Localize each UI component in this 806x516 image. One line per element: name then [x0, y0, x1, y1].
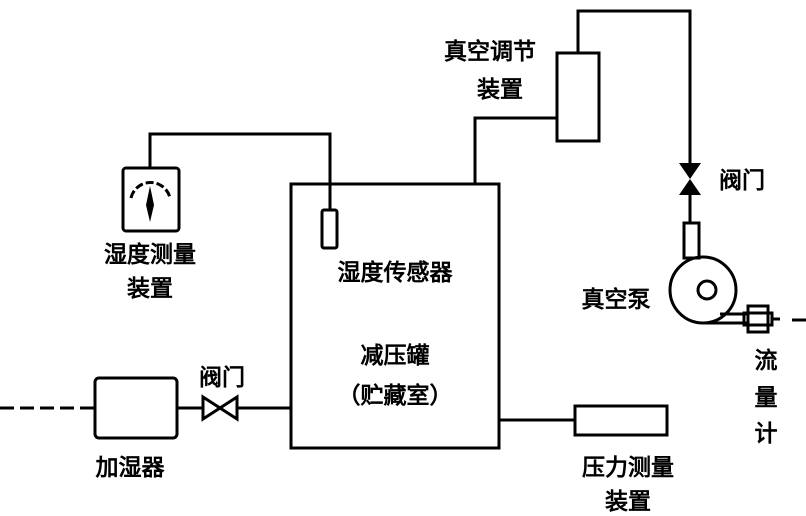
- flowmeter-label-3: 计: [755, 421, 778, 447]
- pipe: [576, 9, 692, 163]
- tank-label-1: 减压罐: [361, 342, 430, 369]
- humidity-meter-label-1: 湿度测量: [104, 241, 196, 268]
- valve-right-icon: [679, 163, 701, 195]
- tank-label-2: （贮藏室）: [338, 382, 453, 409]
- humidifier-box: [93, 376, 179, 440]
- flowmeter-label-1: 流: [755, 347, 778, 374]
- decompression-tank: [289, 182, 501, 450]
- valve-left-icon: [201, 394, 239, 422]
- vacuum-regulator-box: [555, 51, 601, 143]
- pressure-meter-label-1: 压力测量: [582, 455, 674, 481]
- vacuum-pump-label: 真空泵: [582, 286, 651, 313]
- humidifier-label: 加湿器: [95, 455, 166, 481]
- humidity-sensor-icon: [320, 208, 339, 250]
- humidity-meter-label-2: 装置: [127, 276, 173, 302]
- humidity-sensor-label: 湿度传感器: [338, 259, 454, 286]
- vacuum-regulator-label-2: 装置: [477, 77, 523, 103]
- pipe: [473, 116, 557, 184]
- valve-right-label: 阀门: [719, 167, 765, 194]
- pressure-meter-box: [573, 404, 669, 437]
- vacuum-pump-icon: [668, 221, 748, 325]
- pressure-meter-label-2: 装置: [605, 489, 651, 515]
- valve-left-label: 阀门: [199, 364, 245, 391]
- sensor-cable: [148, 132, 332, 210]
- humidity-meter-icon: [121, 166, 181, 233]
- flowmeter-icon: [742, 304, 806, 334]
- flowmeter-label-2: 量: [755, 385, 778, 411]
- vacuum-regulator-label-1: 真空调节: [444, 38, 536, 65]
